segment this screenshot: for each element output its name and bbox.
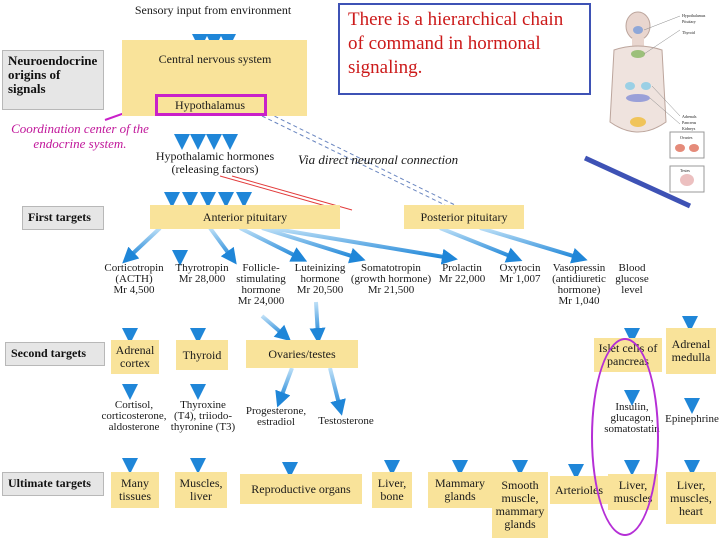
first-targets-box: First targets: [22, 206, 104, 230]
coordination-center-note: Coordination center of the endocrine sys…: [11, 121, 149, 151]
anatomy-label-hypothalamus: Hypothalamus: [682, 13, 706, 18]
hormone-somatotropin: Somatotropin(growth hormone)Mr 21,500: [350, 262, 432, 296]
reproductive-organs-box: Reproductive organs: [240, 474, 362, 504]
anatomy-label-thyroid: Thyroid: [682, 30, 695, 35]
neuroendocrine-origins-box: Neuroendocrine origins of signals: [2, 50, 104, 110]
product-cortisol: Cortisol,corticosterone,aldosterone: [101, 399, 167, 433]
callout-pointer: [583, 155, 692, 209]
product-thyroxine: Thyroxine(T4), triiodo-thyronine (T3): [170, 399, 236, 433]
posterior-pituitary-label: Posterior pituitary: [420, 209, 508, 224]
direct-neuronal-label: Via direct neuronal connection: [298, 152, 459, 167]
cns-label: Central nervous system: [158, 52, 272, 66]
thyroid-box: Thyroid: [176, 340, 228, 370]
muscles-liver-box: Muscles,liver: [175, 472, 227, 508]
top-yellow-panel: [122, 40, 307, 116]
body-anatomy-illustration: Hypothalamus Pituitary Thyroid Adrenals …: [600, 2, 718, 202]
second-targets-label: Second targets: [11, 346, 86, 360]
anterior-pituitary-label: Anterior pituitary: [202, 209, 288, 224]
ultimate-targets-label: Ultimate targets: [8, 476, 91, 490]
hypothalamus-highlight: [155, 94, 267, 116]
neuroendocrine-origins-label: Neuroendocrine origins of signals: [8, 53, 98, 96]
hierarchy-callout: There is a hierarchical chain of command…: [338, 3, 591, 95]
anatomy-label-pancreas: Pancreas: [682, 120, 697, 125]
second-targets-box: Second targets: [5, 342, 105, 366]
anatomy-label-kidneys: Kidneys: [682, 126, 696, 131]
hypothalamus-label: Hypothalamus: [175, 98, 245, 112]
anterior-pituitary-box: Anterior pituitary: [150, 205, 340, 229]
neuronal-dashed-lines: [261, 109, 456, 206]
hypothalamic-hormones-label: Hypothalamic hormones: [155, 149, 275, 163]
product-testosterone: Testosterone: [318, 415, 374, 427]
anatomy-label-ovaries: Ovaries: [680, 135, 693, 140]
product-epinephrine: Epinephrine: [665, 413, 719, 425]
pancreas-highlight-oval: [591, 338, 659, 536]
anatomy-label-pituitary: Pituitary: [682, 19, 696, 24]
sensory-input-label: Sensory input from environment: [134, 3, 292, 17]
releasing-factors-label: (releasing factors): [171, 162, 259, 176]
product-progesterone: Progesterone,estradiol: [245, 405, 307, 428]
anatomy-label-testes: Testes: [680, 168, 690, 173]
posterior-pituitary-box: Posterior pituitary: [404, 205, 524, 229]
ultimate-targets-box: Ultimate targets: [2, 472, 104, 496]
ovaries-testes-box: Ovaries/testes: [246, 340, 358, 368]
hormone-red-lines: [219, 175, 353, 211]
first-targets-label: First targets: [28, 210, 91, 224]
liver-bone-box: Liver,bone: [372, 472, 412, 508]
anatomy-label-adrenals: Adrenals: [682, 114, 697, 119]
callout-text: There is a hierarchical chain of command…: [348, 9, 564, 78]
liver-muscles-heart-box: Liver,muscles,heart: [666, 472, 716, 524]
hormone-corticotropin: Corticotropin(ACTH)Mr 4,500: [104, 262, 164, 296]
